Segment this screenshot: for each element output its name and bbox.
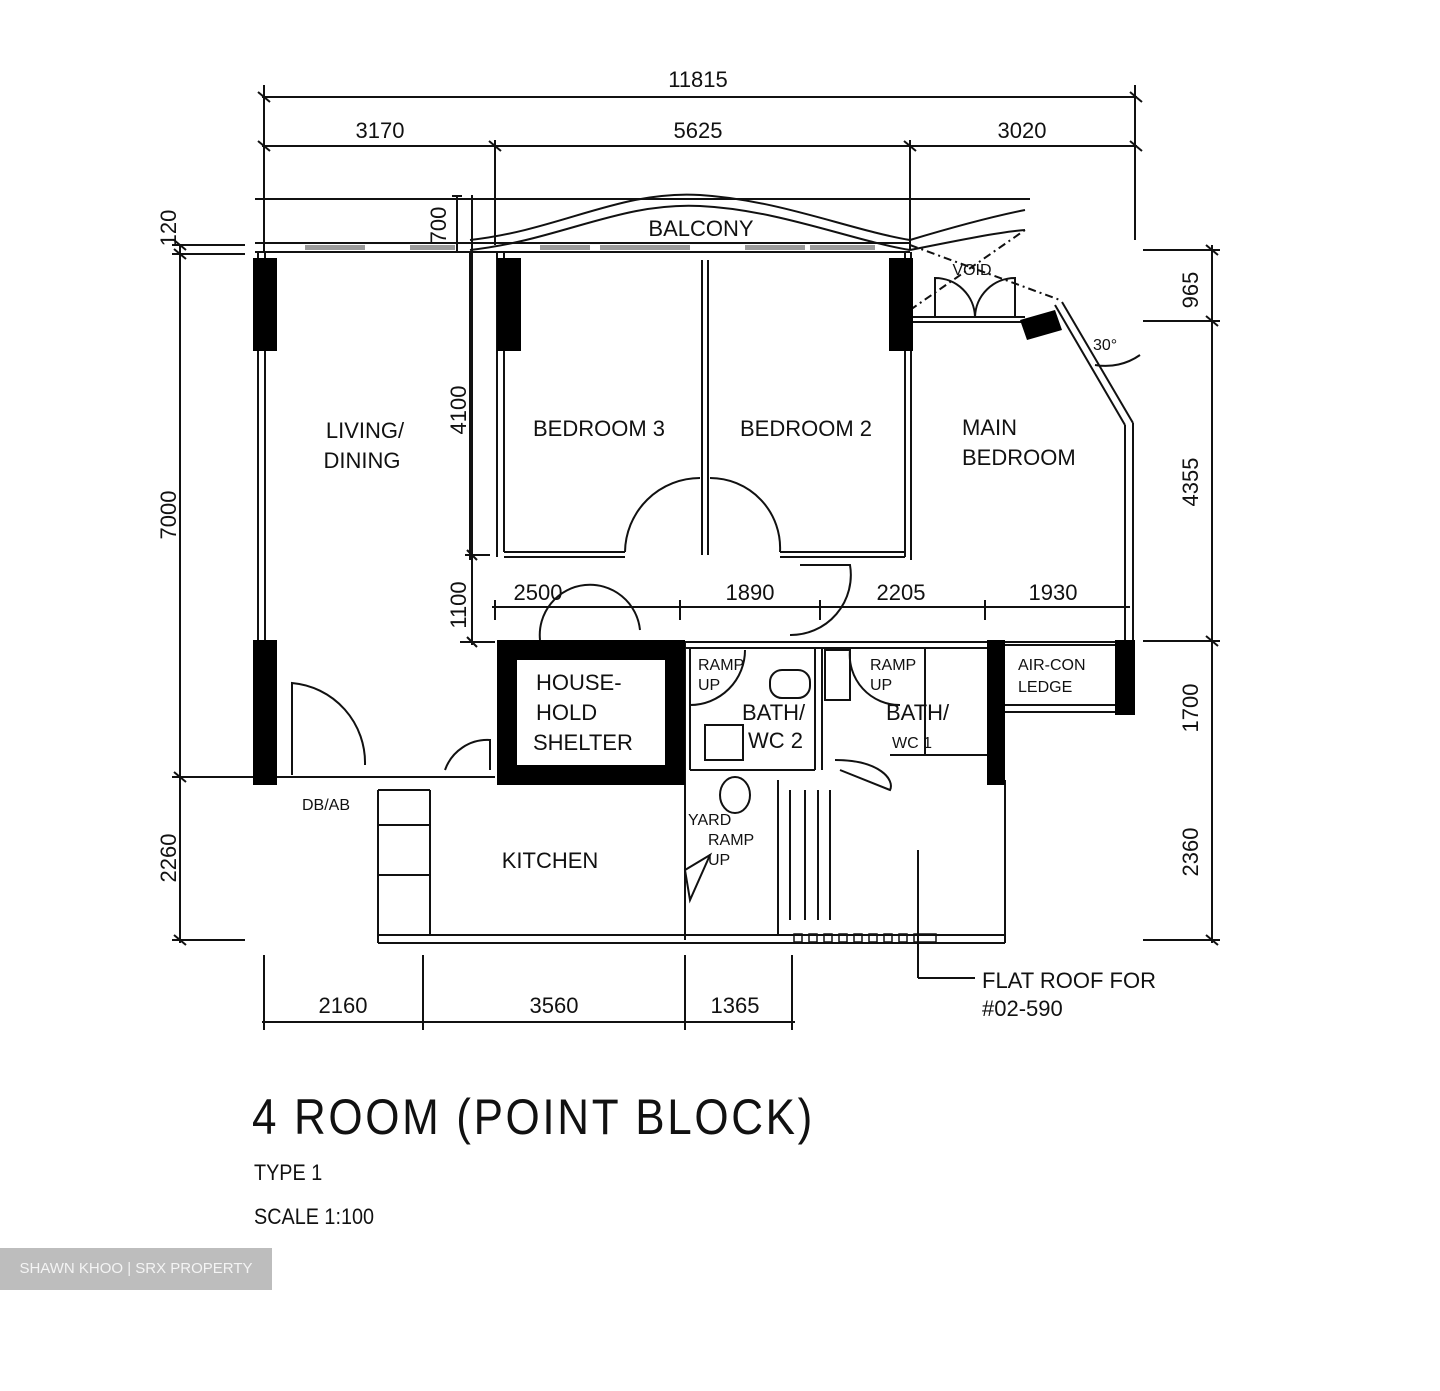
room-main-line2: BEDROOM bbox=[962, 445, 1076, 470]
watermark-badge: SHAWN KHOO | SRX PROPERTY bbox=[0, 1248, 272, 1290]
label-flat-roof-line1: FLAT ROOF FOR bbox=[982, 968, 1156, 993]
dim-right-2: 4355 bbox=[1178, 458, 1203, 507]
ramp-up-1: UP bbox=[698, 677, 720, 694]
dim-left-3: 2260 bbox=[156, 834, 181, 883]
dim-mid-1: 2500 bbox=[514, 580, 563, 605]
plan-scale: SCALE 1:100 bbox=[254, 1204, 374, 1229]
room-shelter-line3: SHELTER bbox=[533, 730, 633, 755]
dim-mid-3: 2205 bbox=[877, 580, 926, 605]
plan-type: TYPE 1 bbox=[254, 1160, 323, 1185]
room-living-line2: DINING bbox=[324, 448, 401, 473]
dim-bottom-3: 1365 bbox=[711, 993, 760, 1018]
room-shelter-line1: HOUSE- bbox=[536, 670, 622, 695]
dim-inner-3: 1100 bbox=[446, 581, 471, 628]
room-living-line1: LIVING/ bbox=[326, 418, 405, 443]
room-bath1-line2: WC 1 bbox=[892, 735, 932, 752]
room-bedroom-2: BEDROOM 2 bbox=[740, 416, 872, 441]
dim-total-width: 11815 bbox=[668, 67, 728, 92]
ramp-up-3: UP bbox=[708, 852, 730, 869]
room-aircon-line2: LEDGE bbox=[1018, 679, 1072, 696]
room-bath2-line2: WC 2 bbox=[748, 728, 803, 753]
room-yard: YARD bbox=[688, 812, 731, 829]
dim-mid-4: 1930 bbox=[1029, 580, 1078, 605]
dim-bottom-1: 2160 bbox=[319, 993, 368, 1018]
room-bath2-line1: BATH/ bbox=[742, 700, 806, 725]
dim-right-3: 1700 bbox=[1178, 684, 1203, 733]
room-bath1-line1: BATH/ bbox=[886, 700, 950, 725]
room-main-line1: MAIN bbox=[962, 415, 1017, 440]
room-void: VOID bbox=[952, 262, 991, 279]
dim-top-2: 5625 bbox=[674, 118, 723, 143]
dim-left-2: 7000 bbox=[156, 491, 181, 540]
dim-right-4: 2360 bbox=[1178, 828, 1203, 877]
plan-title: 4 ROOM (POINT BLOCK) bbox=[252, 1089, 815, 1145]
dim-inner-1: 700 bbox=[426, 207, 451, 244]
dim-inner-2: 4100 bbox=[446, 386, 471, 435]
room-kitchen: KITCHEN bbox=[502, 848, 599, 873]
room-shelter-line2: HOLD bbox=[536, 700, 597, 725]
label-flat-roof-line2: #02-590 bbox=[982, 996, 1063, 1021]
room-aircon-line1: AIR-CON bbox=[1018, 657, 1086, 674]
dim-left-1: 120 bbox=[156, 210, 181, 247]
ramp-up-2: UP bbox=[870, 677, 892, 694]
dim-mid-2: 1890 bbox=[726, 580, 775, 605]
dim-right-1: 965 bbox=[1178, 272, 1203, 309]
label-db-ab: DB/AB bbox=[302, 797, 350, 814]
ramp-label-1: RAMP bbox=[698, 657, 744, 674]
label-angle: 30° bbox=[1093, 337, 1117, 354]
room-bedroom-3: BEDROOM 3 bbox=[533, 416, 665, 441]
room-balcony: BALCONY bbox=[648, 216, 753, 241]
ramp-label-2: RAMP bbox=[870, 657, 916, 674]
dim-top-1: 3170 bbox=[356, 118, 405, 143]
ramp-label-3: RAMP bbox=[708, 832, 754, 849]
dim-bottom-2: 3560 bbox=[530, 993, 579, 1018]
dim-top-3: 3020 bbox=[998, 118, 1047, 143]
